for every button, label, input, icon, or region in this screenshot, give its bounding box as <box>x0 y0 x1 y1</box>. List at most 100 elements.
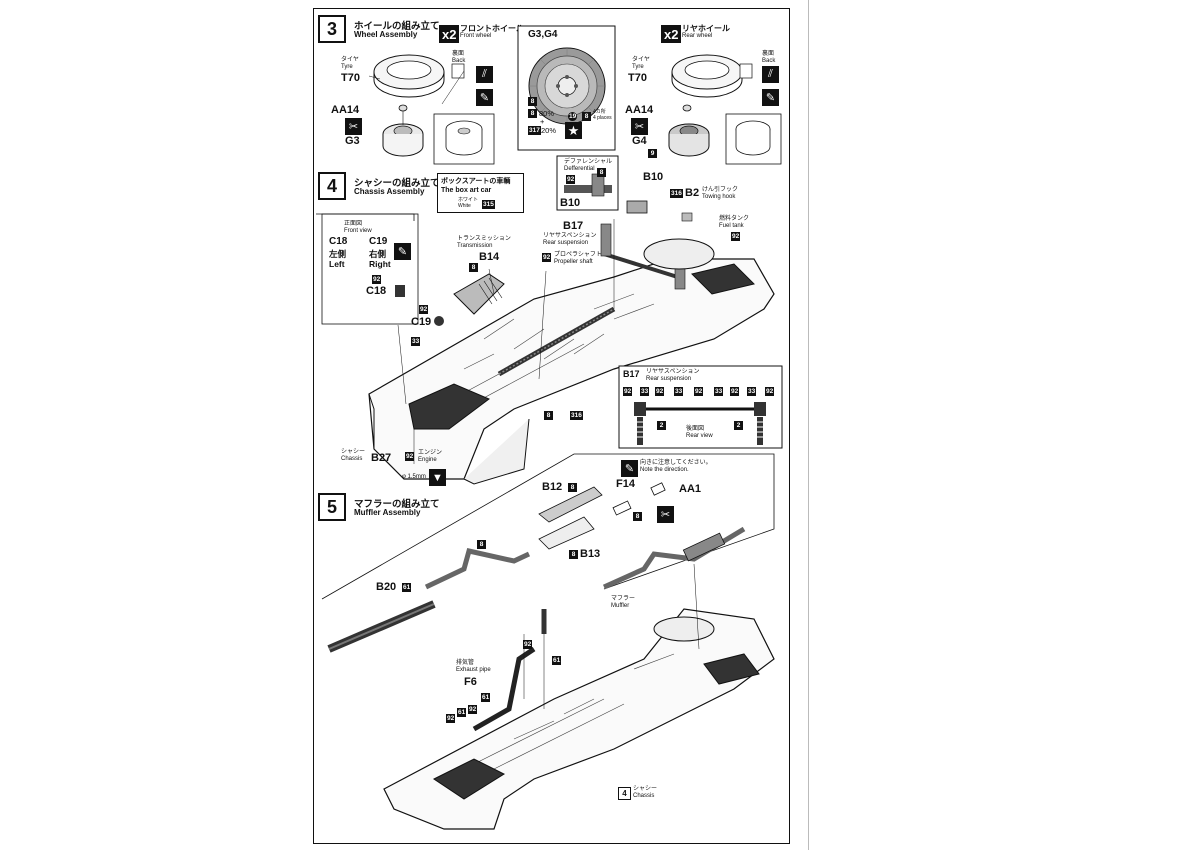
direction-paint-icon: ✎ <box>621 460 638 477</box>
rear-back-en: Back <box>762 58 776 64</box>
b20-part: B20 <box>376 581 397 593</box>
tow-color: 316 <box>670 189 683 198</box>
aa1-cut-icon: ✂ <box>657 506 674 523</box>
rear-tyre-label-en: Tyre <box>632 64 644 70</box>
rv-color-8: 33 <box>747 387 757 396</box>
rv-jp: リヤサスペンション <box>646 369 700 375</box>
front-wheel-multiplier: x2 <box>439 25 460 43</box>
exhaust-en: Exhaust pipe <box>456 667 491 673</box>
prop-en: Propeller shaft <box>554 259 593 265</box>
front-hub-part: G3 <box>345 135 360 147</box>
rv-color-9: 92 <box>765 387 775 396</box>
ref-step-box: 4 <box>618 787 631 800</box>
color-92-b: 92 <box>468 705 478 714</box>
box-art-jp: ボックスアートの車輌 <box>441 178 511 185</box>
mix-plus: + <box>540 117 545 126</box>
prop-color: 92 <box>542 253 552 262</box>
front-paint-icon: ✎ <box>476 89 493 106</box>
b13-color: 8 <box>569 550 578 559</box>
drill-icon: ▼ <box>429 469 446 486</box>
step-4-title-en: Chassis Assembly <box>354 187 425 196</box>
front-cap-cut-icon: ✂ <box>345 118 362 135</box>
step-5-drawing <box>321 453 775 830</box>
rear-tyre-part: T70 <box>628 72 647 84</box>
mix-pct-2: 20% <box>541 126 557 135</box>
step-3-number: 3 <box>318 15 346 43</box>
diff-color-1: 92 <box>566 175 576 184</box>
front-view-jp: 正面図 <box>344 221 363 227</box>
c18-color: 92 <box>372 275 382 284</box>
rear-cap-shape <box>682 104 692 112</box>
places-en: 4 places <box>593 115 612 121</box>
note-jp: 向きに注意してください。 <box>640 460 712 466</box>
rv-en: Rear suspension <box>646 376 692 382</box>
rv-color-3: 92 <box>655 387 665 396</box>
exhaust-pipe-shape <box>472 646 536 732</box>
chassis-en: Chassis <box>341 456 363 462</box>
drill-size: φ 1.5mm <box>402 474 426 480</box>
rear-wheel-label-en: Rear wheel <box>682 33 713 39</box>
step-3-title-en: Wheel Assembly <box>354 30 418 39</box>
front-tyre-label-jp: タイヤ <box>341 57 359 63</box>
f6-part: F6 <box>464 676 477 688</box>
step-5-title-jp: マフラーの組み立て <box>354 499 440 510</box>
chassis-jp: シャシー <box>341 449 366 455</box>
propeller-shaft-shape <box>497 306 616 377</box>
f14-color: 8 <box>633 512 642 521</box>
b13-part: B13 <box>580 548 601 560</box>
step-5-number: 5 <box>318 493 346 521</box>
b20-color: 61 <box>402 583 412 592</box>
front-back-en: Back <box>452 58 466 64</box>
front-wheel-label-en: Front wheel <box>460 33 492 39</box>
mix-pct-1: 80% <box>539 109 555 118</box>
rv-color-1: 92 <box>623 387 633 396</box>
page-fold-line <box>808 0 809 850</box>
fuel-tank-shape <box>691 263 755 295</box>
rear-wheel-multiplier: x2 <box>661 25 682 43</box>
color-316-chassis: 316 <box>570 411 583 420</box>
c18-jp: 左側 <box>329 249 347 259</box>
white-color: 315 <box>482 200 495 209</box>
trans-jp: トランスミッション <box>457 236 511 242</box>
lug-color: 19 <box>568 112 578 121</box>
c19-en: Right <box>369 259 391 269</box>
chassis-part: B27 <box>371 452 392 464</box>
color-92-c: 92 <box>446 714 456 723</box>
diff-en: Defferential <box>564 166 595 172</box>
mix-color-2: 317 <box>528 126 541 135</box>
color-61-a: 61 <box>552 656 562 665</box>
rear-wheel-label-jp: リヤホイール <box>682 24 730 33</box>
muffler-en: Muffler <box>611 603 630 609</box>
diff-jp: デファレンシャル <box>564 159 613 165</box>
box-art-en: The box art car <box>441 187 492 194</box>
rear-cap-cut-icon: ✂ <box>631 118 648 135</box>
diff-color-2: 8 <box>597 168 606 177</box>
color-box-title: G3,G4 <box>528 29 558 40</box>
rear-paint-icon: ✎ <box>762 89 779 106</box>
color-92-a: 92 <box>523 640 533 649</box>
color-a-box: 8 <box>528 97 537 106</box>
step-5-title-en: Muffler Assembly <box>354 508 421 517</box>
ref-chassis-en: Chassis <box>633 793 655 799</box>
front-wheel-label-jp: フロントホイール <box>460 24 524 33</box>
muffler-jp: マフラー <box>611 596 636 602</box>
trans-part: B14 <box>479 251 500 263</box>
note-en: Note the direction. <box>640 467 689 473</box>
b12-color: 8 <box>568 483 577 492</box>
fuel-color: 92 <box>731 232 741 241</box>
color-8-chassis: 8 <box>544 411 553 420</box>
places-jp: 4カ所 <box>593 109 606 115</box>
rear-susp-en: Rear suspension <box>543 240 589 246</box>
engine-color: 92 <box>405 452 415 461</box>
rv-color-4: 33 <box>674 387 684 396</box>
b12-part: B12 <box>542 481 563 493</box>
front-cement-icon: ⫽ <box>476 66 493 83</box>
mix-color-1: 8 <box>528 109 537 118</box>
tow-part: B2 <box>685 187 700 199</box>
white-jp: ホワイト <box>458 197 479 203</box>
rv-color-6: 33 <box>714 387 724 396</box>
tow-jp: けん引フック <box>702 187 739 193</box>
rear-tyre-label-jp: タイヤ <box>632 57 650 63</box>
c19-color: 92 <box>419 305 429 314</box>
f6-color: 61 <box>481 693 491 702</box>
